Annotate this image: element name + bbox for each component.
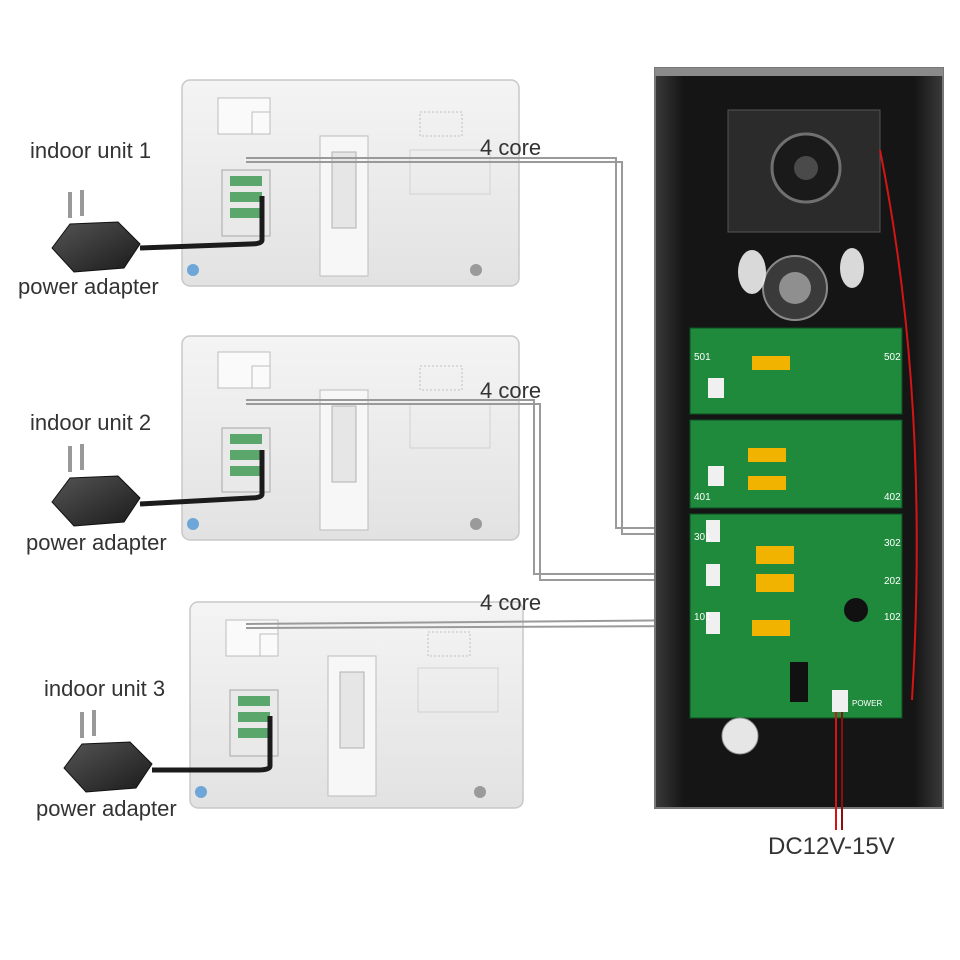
four-core-label-2: 4 core <box>480 378 541 403</box>
speaker-icon <box>187 264 199 276</box>
port-label: 402 <box>884 492 901 503</box>
port-label: 202 <box>884 576 901 587</box>
indoor-unit-3 <box>189 601 524 809</box>
four-core-wire-3 <box>245 619 707 629</box>
port-label: 502 <box>884 352 901 363</box>
four-core-label-1: 4 core <box>480 135 541 160</box>
indoor-unit-2 <box>181 335 520 541</box>
indoor-unit-2-label: indoor unit 2 <box>30 410 151 435</box>
power-adapter-2-label: power adapter <box>26 530 167 555</box>
power-connector <box>832 690 848 712</box>
power-supply-label: DC12V-15V <box>768 833 895 860</box>
port-label: 501 <box>694 352 711 363</box>
speaker-icon <box>187 518 199 530</box>
power-adapter-2 <box>51 444 265 527</box>
port-label: 401 <box>694 492 711 503</box>
indoor-unit-1-label: indoor unit 1 <box>30 138 151 163</box>
call-button <box>721 717 759 755</box>
power-adapter-3 <box>63 710 273 793</box>
indoor-unit-3-label: indoor unit 3 <box>44 676 165 701</box>
port-label: 301 <box>694 532 711 543</box>
pcb-board-1 <box>689 327 903 415</box>
four-core-label-3: 4 core <box>480 590 541 615</box>
indoor-unit-1 <box>181 79 520 287</box>
port-label: 101 <box>694 612 711 623</box>
buzzer-icon <box>844 598 868 622</box>
power-adapter-1 <box>51 190 265 273</box>
pcb-board-2 <box>689 419 903 509</box>
speaker-icon <box>195 786 207 798</box>
power-label: POWER <box>852 699 882 708</box>
four-core-wire-2 <box>246 399 706 581</box>
outdoor-panel: 501 502 401 402 301 302 202 101 102 POWE… <box>654 67 944 830</box>
power-adapter-3-label: power adapter <box>36 796 177 821</box>
power-adapter-1-label: power adapter <box>18 274 159 299</box>
port-label: 102 <box>884 612 901 623</box>
port-label: 302 <box>884 538 901 549</box>
